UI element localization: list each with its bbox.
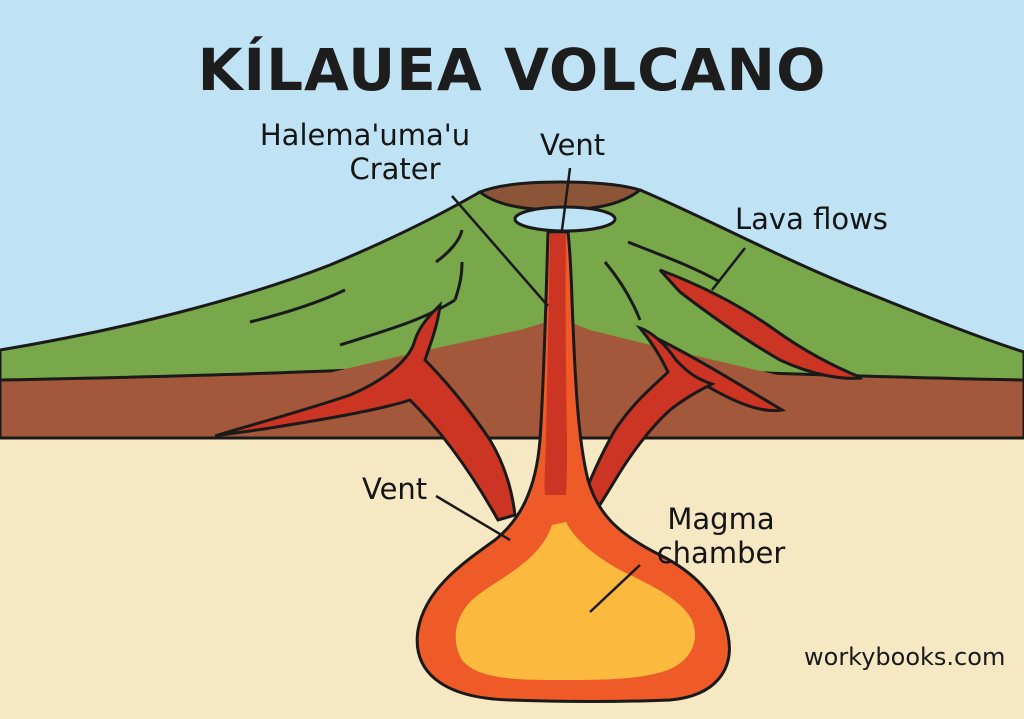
leader-line-lava (711, 247, 746, 291)
leader-line-crater (451, 195, 549, 307)
slope-line (453, 261, 464, 301)
label-crater-line2: Crater (349, 152, 441, 186)
credit-text: workybooks.com (804, 643, 1006, 671)
leader-line-vent-top (560, 167, 572, 231)
label-crater-line1: Halema'uma'u (259, 118, 471, 152)
slope-line (627, 240, 721, 284)
leader-line-vent-low (435, 494, 511, 542)
label-magma-line2: chamber (656, 536, 786, 570)
label-magma-chamber: Magma chamber (656, 502, 786, 570)
label-vent-top: Vent (540, 128, 606, 162)
crater-rim (477, 180, 644, 212)
magma-chamber-inner (455, 522, 695, 680)
main-conduit (544, 234, 567, 495)
label-lava-flows: Lava flows (735, 202, 888, 236)
slope-line (339, 298, 456, 347)
lava-flow (658, 268, 863, 380)
label-magma-line1: Magma (667, 502, 775, 536)
side-vent-right (573, 324, 716, 533)
label-crater: Halema'uma'u Crater (240, 118, 490, 186)
side-vent-left (214, 300, 517, 522)
slope-line (435, 229, 464, 264)
label-vent-lower: Vent (362, 472, 428, 506)
slope-line (603, 261, 642, 321)
leader-line-magma (589, 564, 641, 613)
diagram-title: KÍLAUEA VOLCANO (197, 36, 827, 104)
slope-line (249, 288, 346, 324)
